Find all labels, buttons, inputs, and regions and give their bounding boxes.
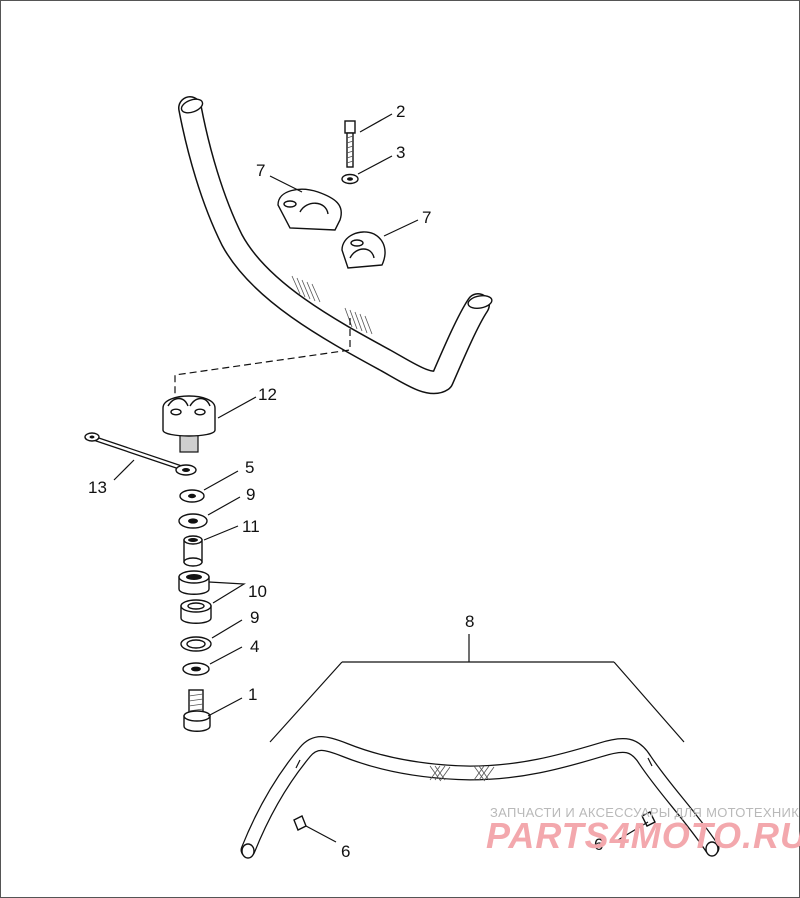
washer-9-lower [180,636,212,652]
callout-9-lower: 9 [250,608,259,627]
callout-12: 12 [258,385,277,404]
clip-right [641,811,656,827]
callout-6-left: 6 [341,842,350,861]
lower-knurl-left [429,765,451,782]
sleeve [183,535,203,567]
clip-left [293,815,307,831]
leader-lines [113,113,649,843]
callout-3: 3 [396,143,405,162]
callout-7-left: 7 [256,161,265,180]
lower-knurl-right [473,765,495,782]
callout-10: 10 [248,582,267,601]
callout-9-upper: 9 [246,485,255,504]
bolt-top [344,120,356,168]
clamp-upper-left [277,188,342,231]
callout-8: 8 [465,612,474,631]
callout-7-right: 7 [422,208,431,227]
riser [162,395,216,453]
ground-strap [84,432,197,476]
callout-4: 4 [250,637,259,656]
knurl-right [344,307,373,335]
callout-6-right: 6 [594,835,603,854]
washer-4 [182,662,210,676]
watermark-tagline: ЗАПЧАСТИ И АКСЕССУАРЫ ДЛЯ МОТОТЕХНИКИ [490,805,800,820]
watermark-logo: PARTS4MOTO.RU [486,815,800,856]
bushing-lower [180,599,212,624]
callout-1: 1 [248,685,257,704]
clamp-upper-right [341,231,386,269]
lower-handlebar [240,736,720,859]
assembly-dashed-line [174,318,351,395]
washer-5 [179,489,205,503]
upper-handlebar [178,96,493,395]
bolt-bottom [183,689,211,732]
callout-13: 13 [88,478,107,497]
callout-2: 2 [396,102,405,121]
washer-top [341,173,359,185]
bushing-upper [178,570,210,595]
washer-9-upper [178,513,208,529]
callout-11: 11 [242,517,260,536]
item8-bracket [269,634,685,743]
knurl-left [291,275,321,303]
callout-5: 5 [245,458,254,477]
